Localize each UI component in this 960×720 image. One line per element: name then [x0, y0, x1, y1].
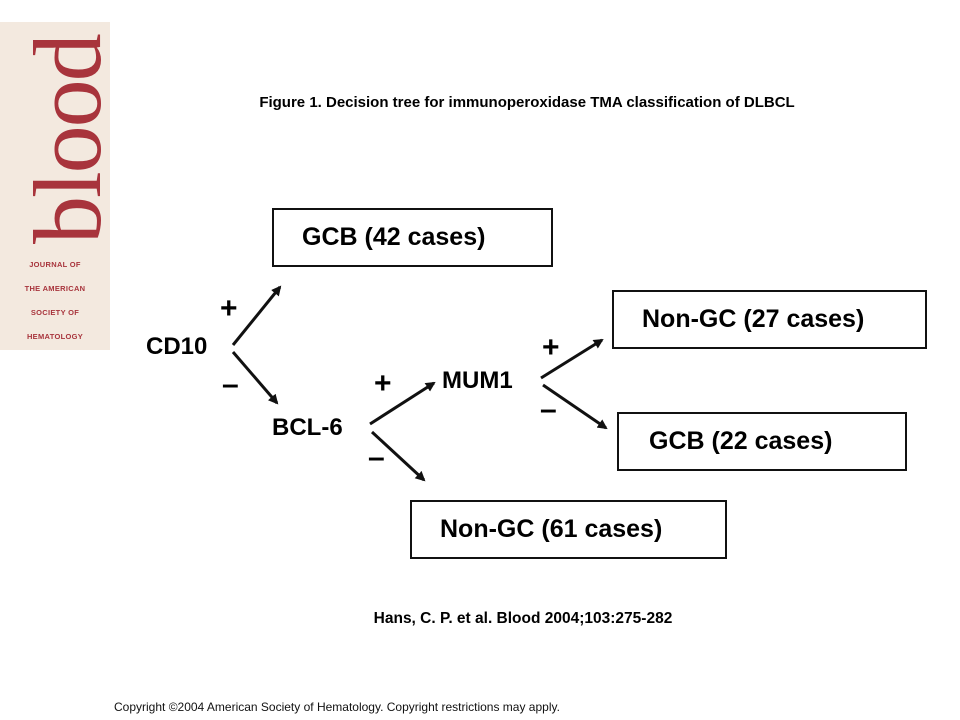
journal-line-2: THE AMERICAN	[24, 284, 86, 293]
sign-bcl6-minus: –	[368, 441, 385, 474]
arrow-cd10-minus	[231, 351, 279, 405]
outcome-gcb-42-label: GCB (42 cases)	[302, 223, 486, 251]
figure-citation: Hans, C. P. et al. Blood 2004;103:275-28…	[373, 610, 673, 627]
outcome-nongc-27-label: Non-GC (27 cases)	[642, 305, 865, 333]
outcome-nongc-27: Non-GC (27 cases)	[612, 290, 927, 349]
journal-line-1: JOURNAL OF	[29, 260, 81, 269]
figure-title: Figure 1. Decision tree for immunoperoxi…	[259, 94, 795, 111]
sign-mum1-plus: +	[542, 331, 560, 364]
arrow-bcl6-plus	[369, 381, 436, 426]
node-bcl6: BCL-6	[272, 414, 343, 441]
arrow-mum1-minus	[542, 383, 608, 430]
node-mum1: MUM1	[442, 367, 513, 394]
journal-line-3: SOCIETY OF	[30, 308, 80, 317]
node-cd10: CD10	[146, 333, 208, 360]
sign-bcl6-plus: +	[374, 367, 392, 400]
outcome-gcb-42: GCB (42 cases)	[272, 208, 553, 267]
sign-cd10-plus: +	[220, 292, 238, 325]
journal-line-4: HEMATOLOGY	[26, 332, 84, 341]
sign-mum1-minus: –	[540, 393, 557, 426]
journal-subtitle: JOURNAL OF THE AMERICAN SOCIETY OF HEMAT…	[0, 258, 110, 354]
sign-cd10-minus: –	[222, 368, 239, 401]
outcome-gcb-22-label: GCB (22 cases)	[649, 427, 833, 455]
outcome-nongc-61: Non-GC (61 cases)	[410, 500, 727, 559]
journal-sidebar: blood JOURNAL OF THE AMERICAN SOCIETY OF…	[0, 22, 121, 350]
arrow-mum1-plus	[540, 338, 604, 380]
outcome-nongc-61-label: Non-GC (61 cases)	[440, 515, 663, 543]
arrow-bcl6-minus	[370, 430, 426, 482]
outcome-gcb-22: GCB (22 cases)	[617, 412, 907, 471]
arrow-cd10-plus	[231, 285, 282, 346]
copyright-notice: Copyright ©2004 American Society of Hema…	[114, 700, 560, 714]
